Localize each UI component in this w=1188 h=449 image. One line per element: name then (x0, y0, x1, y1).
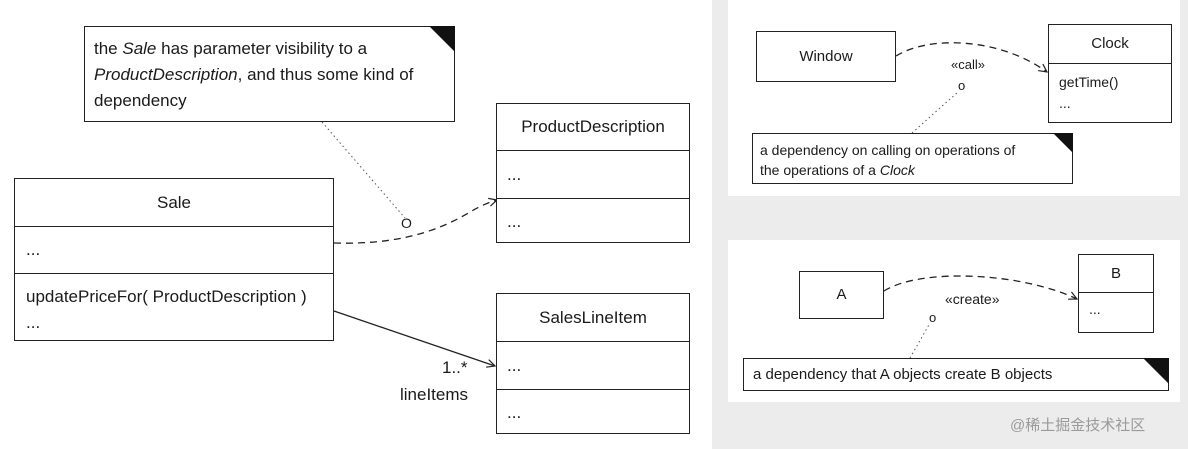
class-clock-operations: getTime() ... (1049, 64, 1171, 114)
note-pd-word: ProductDescription (94, 65, 238, 84)
class-sales-line-item: SalesLineItem ... ... (496, 293, 690, 434)
class-b: B ... (1078, 254, 1154, 333)
class-sale-operations: updatePriceFor( ProductDescription ) ... (15, 274, 333, 336)
note-text: the (94, 39, 123, 58)
class-sale-attributes: ... (15, 227, 333, 274)
class-sale-name: Sale (15, 179, 333, 227)
sale-dependency-line (333, 200, 497, 244)
note-anchor-line-bottom-right (909, 322, 931, 359)
class-b-name: B (1079, 255, 1153, 293)
note-fold-icon (1053, 133, 1073, 153)
create-dependency-line (883, 275, 1077, 299)
note-sale-word: Sale (122, 39, 157, 58)
class-product-description-operations: ... (507, 212, 522, 231)
create-note-text: a dependency that A objects create B obj… (753, 366, 1053, 383)
class-product-description-name: ProductDescription (497, 104, 689, 151)
note-anchor-line-left (321, 121, 406, 219)
call-note-text: the operations of a (760, 162, 880, 178)
note-line-3: dependency (94, 91, 187, 110)
class-window: Window (756, 31, 896, 82)
class-sales-line-item-attributes: ... (497, 342, 689, 390)
class-clock-name: Clock (1049, 25, 1171, 64)
call-note-clock-word: Clock (879, 162, 915, 178)
note-text: has parameter visibility to a (156, 39, 368, 58)
note-line-2: ProductDescription, and thus some kind o… (94, 62, 413, 88)
association-multiplicity: 1..* (442, 358, 468, 377)
association-role: lineItems (400, 385, 469, 404)
note-create-dependency: a dependency that A objects create B obj… (743, 358, 1169, 391)
sale-operation: updatePriceFor( ProductDescription ) (26, 287, 307, 306)
note-fold-icon (429, 26, 455, 52)
call-stereotype-label: «call» (951, 57, 985, 72)
call-note-line-2: the operations of a Clock (760, 160, 1015, 180)
class-sales-line-item-name: SalesLineItem (497, 294, 689, 342)
note-fold-icon (1143, 358, 1169, 384)
note-call-dependency: a dependency on calling on operations of… (752, 133, 1073, 184)
sale-operation-more: ... (26, 313, 41, 332)
call-note-line-1: a dependency on calling on operations of (760, 142, 1016, 158)
class-clock: Clock getTime() ... (1048, 24, 1172, 123)
class-b-body: ... (1089, 301, 1101, 317)
note-anchor-circle-top-right: o (958, 78, 966, 93)
class-product-description: ProductDescription ... ... (496, 103, 690, 243)
clock-operation: getTime() (1059, 74, 1119, 90)
class-a: A (799, 271, 884, 319)
class-sale: Sale ... updatePriceFor( ProductDescript… (14, 178, 334, 341)
note-anchor-circle-bottom-right: o (929, 310, 937, 325)
note-parameter-visibility: the Sale has parameter visibility to a P… (84, 26, 455, 122)
create-stereotype-label: «create» (945, 291, 1000, 307)
call-dependency-line (895, 42, 1047, 72)
note-anchor-line-top-right (911, 91, 959, 134)
association-line (333, 310, 495, 366)
clock-operation-more: ... (1059, 95, 1071, 111)
note-text: , and thus some kind of (237, 65, 414, 84)
watermark: @稀土掘金技术社区 (1010, 417, 1146, 434)
note-line-1: the Sale has parameter visibility to a (94, 36, 413, 62)
note-anchor-circle-left: O (401, 215, 412, 231)
class-product-description-attributes: ... (497, 151, 689, 199)
class-sales-line-item-operations: ... (507, 403, 522, 422)
